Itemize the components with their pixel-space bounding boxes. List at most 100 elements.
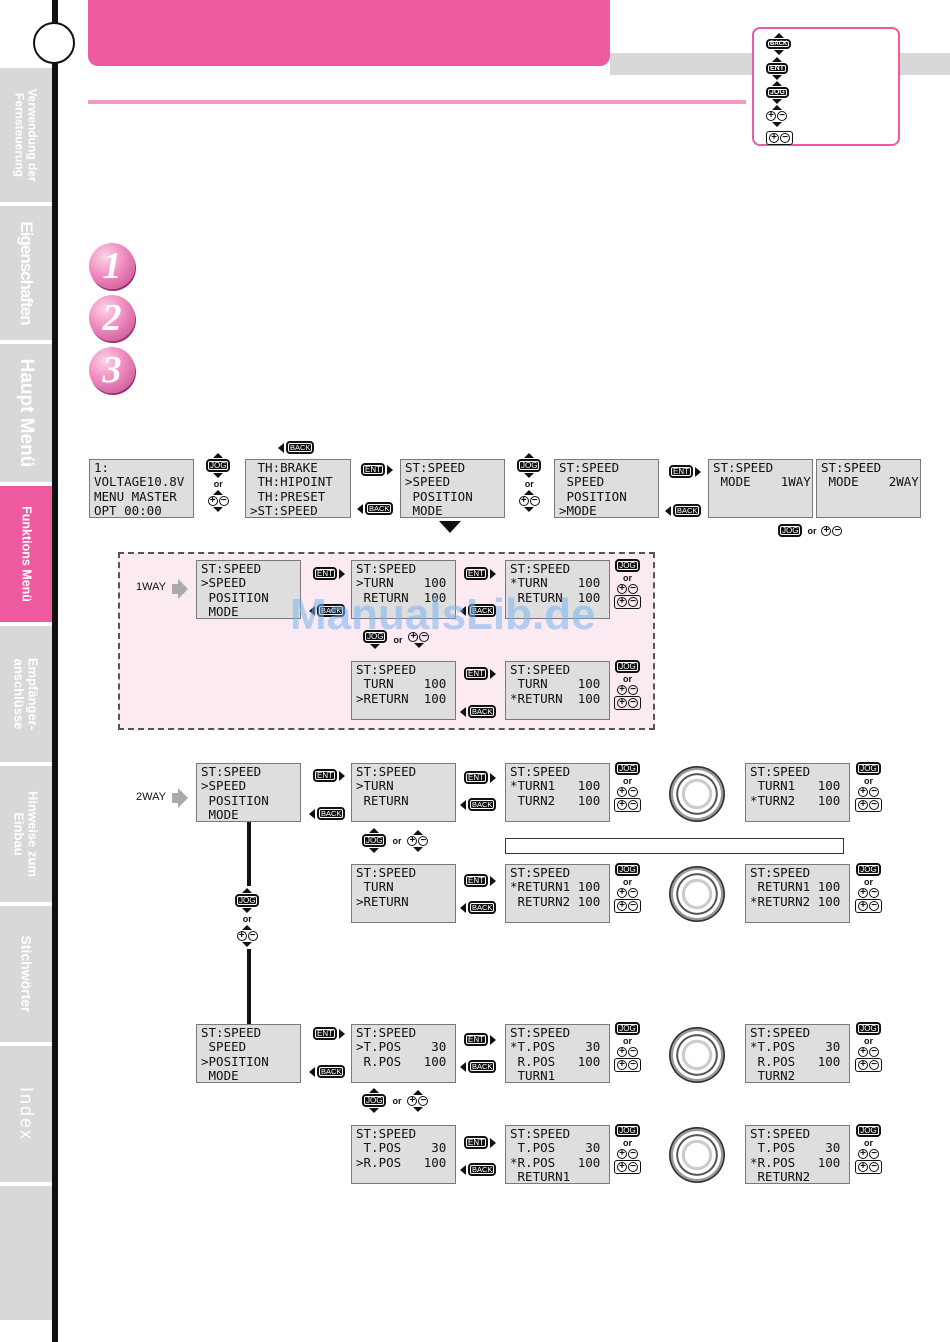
jog-button-icon[interactable]: JOG [778,524,803,537]
tab-stichwoerter[interactable]: Stichwörter [0,906,52,1042]
plus-minus-icon[interactable]: +− [617,685,638,695]
jog-button-icon[interactable]: JOG [615,863,640,876]
jog-button-icon[interactable]: JOG [615,559,640,572]
back-button[interactable]: BACK [460,1060,497,1073]
tab-hinweise[interactable]: Hinweise zum Einbau [0,766,52,902]
ent-button-icon[interactable]: ENT [464,567,488,580]
plus-minus-box-icon[interactable]: +− [614,1058,641,1072]
plus-minus-box-icon[interactable]: +− [614,595,641,609]
plus-minus-box-icon[interactable]: +− [614,899,641,913]
jog-button-icon[interactable]: JOG [206,459,231,472]
ent-button[interactable]: ENT [464,1136,496,1149]
back-button-icon[interactable]: BACK [317,604,346,617]
jog-button-icon[interactable]: JOG [615,1022,640,1035]
jog-button-icon[interactable]: JOG [856,1124,881,1137]
ent-button-icon[interactable]: ENT [464,1136,488,1149]
plus-minus-icon[interactable]: +− [617,584,638,594]
plus-minus-box-icon[interactable]: +− [855,899,882,913]
jog-button-icon[interactable]: JOG [615,1124,640,1137]
back-button[interactable]: BACK [460,901,497,914]
jog-button-icon[interactable]: JOG [856,863,881,876]
jog-or-plusminus[interactable]: JOG or +− [206,453,231,512]
steering-dial-icon[interactable] [669,866,725,922]
tab-eigenschaften[interactable]: Eigenschaften [0,206,52,340]
back-button-icon[interactable]: BACK [468,604,497,617]
ent-button[interactable]: ENT [313,769,345,782]
plus-minus-icon[interactable]: +− [407,1095,429,1106]
plus-minus-icon[interactable]: +− [617,787,638,797]
back-button[interactable]: BACK [460,705,497,718]
jog-or-plusminus[interactable]: JOG or +− [517,453,542,512]
ent-button-icon[interactable]: ENT [669,465,693,478]
steering-dial-icon[interactable] [669,766,725,822]
ent-button-icon[interactable]: ENT [464,771,488,784]
back-button-icon[interactable]: BACK [468,798,497,811]
back-button[interactable]: BACK [309,1065,346,1078]
tab-index[interactable]: Index [0,1046,52,1182]
back-button-icon[interactable]: BACK [365,502,394,515]
back-button-icon[interactable]: BACK [468,1163,497,1176]
back-button-icon[interactable]: BACK [317,807,346,820]
jog-or-plusminus[interactable]: JOG or +− [363,630,430,649]
ent-button[interactable]: ENT [313,1027,345,1040]
plus-minus-icon[interactable]: +− [407,835,429,846]
plus-minus-icon[interactable]: +− [858,1047,879,1057]
back-button[interactable]: BACK [278,441,315,454]
jog-or-plusminus[interactable]: JOG or +− [362,828,429,853]
plus-minus-icon[interactable]: +− [617,888,638,898]
ent-button-icon[interactable]: ENT [313,1027,337,1040]
jog-button-icon[interactable]: JOG [856,1022,881,1035]
steering-dial-icon[interactable] [669,1127,725,1183]
ent-button[interactable]: ENT [464,1033,496,1046]
back-button-icon[interactable]: BACK [673,504,702,517]
ent-button-icon[interactable]: ENT [464,667,488,680]
jog-button-icon[interactable]: JOG [615,762,640,775]
ent-button[interactable]: ENT [464,874,496,887]
steering-dial-icon[interactable] [669,1027,725,1083]
plus-minus-box-icon[interactable]: +− [855,798,882,812]
plus-minus-icon[interactable]: +− [858,1149,879,1159]
plus-minus-box-icon[interactable]: +− [614,1160,641,1174]
ent-button[interactable]: ENT [464,567,496,580]
ent-button-icon[interactable]: ENT [464,1033,488,1046]
ent-button[interactable]: ENT [361,463,393,476]
ent-button-icon[interactable]: ENT [313,567,337,580]
plus-minus-icon[interactable]: +− [408,631,430,642]
jog-or-plusminus[interactable]: JOG or +− [235,886,260,949]
back-button-icon[interactable]: BACK [468,705,497,718]
back-button-icon[interactable]: BACK [468,1060,497,1073]
jog-or-plusminus[interactable]: JOG or +− [362,1088,429,1113]
jog-button-icon[interactable]: JOG [363,630,388,643]
back-button[interactable]: BACK [309,807,346,820]
plus-minus-icon[interactable]: +− [858,787,879,797]
back-button[interactable]: BACK [309,604,346,617]
plus-minus-icon[interactable]: +− [236,931,258,941]
plus-minus-icon[interactable]: +− [821,525,843,536]
back-button[interactable]: BACK [665,504,702,517]
tab-haupt-menu[interactable]: Haupt Menü [0,344,52,482]
jog-button-icon[interactable]: JOG [517,459,542,472]
plus-minus-box-icon[interactable]: +− [614,696,641,710]
jog-button-icon[interactable]: JOG [362,834,387,847]
plus-minus-icon[interactable]: +− [617,1047,638,1057]
tab-verwendung[interactable]: Verwendung der Fernsteuerung [0,68,52,202]
jog-button-icon[interactable]: JOG [235,894,260,907]
back-button-icon[interactable]: BACK [317,1065,346,1078]
plus-minus-box-icon[interactable]: +− [855,1160,882,1174]
plus-minus-icon[interactable]: +− [518,496,540,506]
plus-minus-icon[interactable]: +− [617,1149,638,1159]
back-button[interactable]: BACK [460,604,497,617]
back-button[interactable]: BACK [460,1163,497,1176]
ent-button[interactable]: ENT [464,667,496,680]
back-button[interactable]: BACK [460,798,497,811]
ent-button[interactable]: ENT [464,771,496,784]
ent-button[interactable]: ENT [669,465,701,478]
plus-minus-icon[interactable]: +− [207,496,229,506]
jog-button-icon[interactable]: JOG [856,762,881,775]
